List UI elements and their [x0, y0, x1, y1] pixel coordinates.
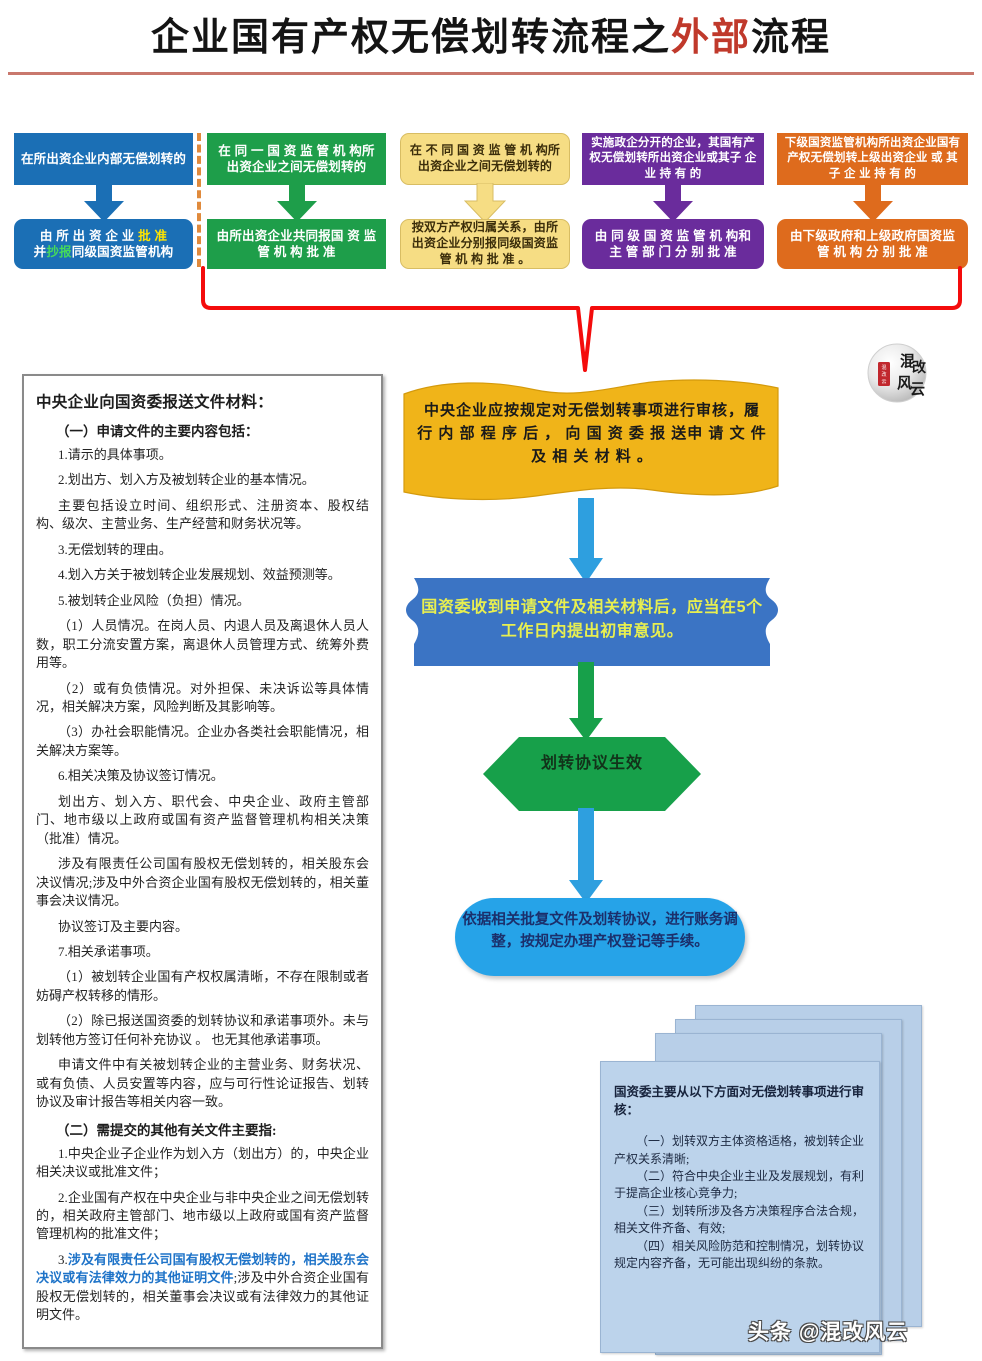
- branch-condition-lower-level-regulator: 下级国资监管机构所出资企业国有产权无偿划转上级出资企业 或 其 子 企 业 持 …: [777, 133, 968, 185]
- branch-condition-gov-enterprise-separated: 实施政企分开的企业，其国有产权无偿划转所出资企业或其子 企 业 持 有 的: [582, 133, 764, 185]
- svg-text:云: 云: [881, 379, 886, 385]
- pill-text: 依据相关批复文件及划转协议，进行账务调整，按规定办理产权登记等手续。: [462, 912, 738, 950]
- branch-arrow-internal: [83, 183, 124, 222]
- action-highlight-approve: 批 准: [138, 228, 168, 243]
- action-highlight-copy: 抄报: [46, 245, 72, 259]
- doc-item: 7.相关承诺事项。: [58, 943, 159, 959]
- doc-item: （2）或有负债情况。对外担保、未决诉讼等具体情况，相关解决方案，风险判断及其影响…: [36, 680, 369, 714]
- review-card-item: （四）相关风险防范和控制情况，划转协议规定内容齐备，无可能出现纠纷的条款。: [614, 1238, 865, 1270]
- branch-arrow-lower-level-regulator: [852, 183, 893, 222]
- page-title: 企业国有产权无偿划转流程之外部流程: [0, 6, 982, 61]
- doc-item-highlighted: 3.涉及有限责任公司国有股权无偿划转的，相关股东会决议或有法律效力的其他证明文件…: [36, 1251, 369, 1325]
- doc-item: 1.请示的具体事项。: [58, 447, 172, 462]
- branch-action-lower-level-regulator: 由下级政府和上级政府国资监 管 机 构 分 别 批 准: [777, 219, 968, 269]
- branch-column-internal: 在所出资企业内部无偿划转的 由 所 出 资 企 业 批 准 并抄报同级国资监管机…: [14, 133, 193, 269]
- doc-item: 涉及有限责任公司国有股权无偿划转的，相关股东会决议情况;涉及中外合资企业国有股权…: [36, 856, 369, 909]
- branch-arrow-gov-enterprise-separated: [653, 183, 693, 222]
- action-mid-internal: 并: [33, 245, 47, 259]
- review-card-heading: 国资委主要从以下方面对无偿划转事项进行审核：: [614, 1085, 865, 1118]
- action-suffix-internal: 同级国资监管机构: [71, 245, 174, 259]
- doc-item: （2）除已报送国资委的划转协议和承诺事项外。未与划转他方签订任何补充协议 。 也…: [36, 1013, 369, 1047]
- connector-banner-to-hexagon: [569, 662, 603, 741]
- document-requirements-panel: 中央企业向国资委报送文件材料： （一）申请文件的主要内容包括： 1.请示的具体事…: [22, 374, 383, 1349]
- branch-action-internal: 由 所 出 资 企 业 批 准 并抄报同级国资监管机构: [14, 219, 193, 269]
- blue-banner-text: 国资委收到申请文件及相关材料后，应当在5个工作日内提出初审意见。: [421, 599, 763, 640]
- doc-item: （3）办社会职能情况。企业办各类社会职能情况，相关解决方案等。: [36, 724, 369, 758]
- branch-condition-internal: 在所出资企业内部无偿划转的: [14, 133, 193, 185]
- brand-logo-icon: 混 改 云 混 改 风 云: [867, 343, 927, 403]
- doc-item: （1）被划转企业国有产权权属清晰，不存在限制或者妨碍产权转移的情形。: [36, 969, 369, 1003]
- review-card-item: （一）划转双方主体资格适格，被划转企业产权关系清晰;: [614, 1134, 865, 1166]
- branch-columns: 在所出资企业内部无偿划转的 由 所 出 资 企 业 批 准 并抄报同级国资监管机…: [0, 133, 982, 269]
- doc-item: 2.企业国有产权在中央企业与非中央企业之间无偿划转的，相关政府主管部门、地市级以…: [36, 1189, 369, 1242]
- doc-item: 2.划出方、划入方及被划转企业的基本情况。: [58, 472, 315, 488]
- ribbon-text: 中央企业应按规定对无偿划转事项进行审核，履 行 内 部 程 序 后 ， 向 国 …: [417, 402, 767, 465]
- title-divider-rule: [8, 72, 974, 75]
- red-bracket-connector: [201, 266, 962, 372]
- title-part-3: 流程: [751, 17, 832, 59]
- review-criteria-card-stack: 国资委主要从以下方面对无偿划转事项进行审核： （一）划转双方主体资格适格，被划转…: [600, 1005, 940, 1355]
- svg-text:云: 云: [910, 382, 925, 398]
- doc-item: 3.无偿划转的理由。: [58, 541, 172, 557]
- branch-column-same-regulator: 在 同 一 国 资 监 管 机 构所出资企业之间无偿划转的 由所出资企业共同报国…: [207, 133, 386, 269]
- doc-item: 申请文件中有关被划转企业的主营业务、财务状况、或有负债、人员安置等内容，应与可行…: [36, 1057, 369, 1110]
- doc-item: 5.被划转企业风险（负担）情况。: [58, 592, 250, 608]
- svg-text:风: 风: [897, 375, 912, 392]
- branch-column-gov-enterprise-separated: 实施政企分开的企业，其国有产权无偿划转所出资企业或其子 企 业 持 有 的 由 …: [582, 133, 764, 269]
- doc-item: 6.相关决策及协议签订情况。: [58, 768, 224, 784]
- hexagon-shape: [483, 737, 701, 811]
- svg-text:改: 改: [881, 371, 886, 378]
- action-prefix-internal: 由 所 出 资 企 业: [39, 228, 139, 243]
- connector-hexagon-to-pill: [569, 808, 603, 903]
- title-accent: 外部: [670, 17, 751, 59]
- branch-arrow-same-regulator: [276, 183, 317, 222]
- branch-condition-same-regulator: 在 同 一 国 资 监 管 机 构所出资企业之间无偿划转的: [207, 133, 386, 185]
- doc-item-rest: ;涉及中外合资企业国有股权无偿划转的，相关董事会决议或有法律效力的其他证明文件。: [36, 1270, 369, 1323]
- review-card-content: 国资委主要从以下方面对无偿划转事项进行审核： （一）划转双方主体资格适格，被划转…: [600, 1061, 878, 1351]
- doc-item-number: 3.: [58, 1251, 68, 1267]
- branch-column-different-regulator: 在 不 同 国 资 监 管 机 构所出资企业之间无偿划转的 按双方产权归属关系，…: [400, 133, 570, 269]
- pill-shape: [455, 898, 745, 976]
- review-card-item: （三）划转所涉及各方决策程序合法合规，相关文件齐备、有效;: [614, 1203, 865, 1236]
- footer-watermark: 头条 @混改风云: [748, 1321, 909, 1344]
- doc-item: 1.中央企业子企业作为划入方（划出方）的，中央企业相关决议或批准文件；: [36, 1145, 369, 1180]
- doc-section-two-heading: （二）需提交的其他有关文件主要指:: [56, 1122, 277, 1138]
- svg-text:改: 改: [912, 359, 927, 376]
- blue-banner-shape: [406, 578, 778, 666]
- branch-divider-dashed: [197, 133, 201, 267]
- branch-action-gov-enterprise-separated: 由 同 级 国 资 监 管 机 构和 主 管 部 门 分 别 批 准: [582, 219, 764, 269]
- hexagon-text: 划转协议生效: [495, 752, 689, 775]
- doc-section-one-heading: （一）申请文件的主要内容包括：: [56, 424, 259, 439]
- doc-heading: 中央企业向国资委报送文件材料：: [36, 394, 274, 411]
- svg-text:混: 混: [881, 364, 886, 371]
- doc-item: 主要包括设立时间、组织形式、注册资本、股权结构、级次、主营业务、生产经营和财务状…: [36, 497, 369, 532]
- hexagon-label: 划转协议生效: [540, 755, 643, 772]
- branch-condition-different-regulator: 在 不 同 国 资 监 管 机 构所出资企业之间无偿划转的: [400, 133, 570, 185]
- svg-text:混: 混: [900, 353, 915, 370]
- stack-card-front: [600, 1061, 880, 1353]
- review-card-item: （二）符合中央企业主业及发展规划，有利于提高企业核心竞争力;: [614, 1169, 865, 1201]
- doc-item: 协议签订及主要内容。: [58, 918, 189, 934]
- title-part-1: 企业国有产权无偿划转流程之: [150, 17, 671, 59]
- doc-item: 4.划入方关于被划转企业发展规划、效益预测等。: [58, 567, 341, 583]
- doc-item: （1）人员情况。在岗人员、内退人员及离退休人员人数，职工分流安置方案，离退休人员…: [36, 618, 369, 671]
- doc-item: 划出方、划入方、职代会、中央企业、政府主管部门、地市级以上政府或国有资产监督管理…: [36, 793, 369, 846]
- branch-arrow-different-regulator: [464, 183, 506, 223]
- branch-action-same-regulator: 由所出资企业共同报国 资 监 管 机 构 批 准: [207, 219, 386, 269]
- ribbon-banner-shape: [403, 379, 779, 501]
- branch-action-different-regulator: 按双方产权归属关系，由所出资企业分别报同级国资监管 机 构 批 准 。: [400, 219, 570, 269]
- connector-ribbon-to-banner: [569, 498, 603, 583]
- doc-item-blue-text: 涉及有限责任公司国有股权无偿划转的，相关股东会决议或有法律效力的其他证明文件: [36, 1251, 369, 1286]
- branch-column-lower-level-regulator: 下级国资监管机构所出资企业国有产权无偿划转上级出资企业 或 其 子 企 业 持 …: [777, 133, 968, 269]
